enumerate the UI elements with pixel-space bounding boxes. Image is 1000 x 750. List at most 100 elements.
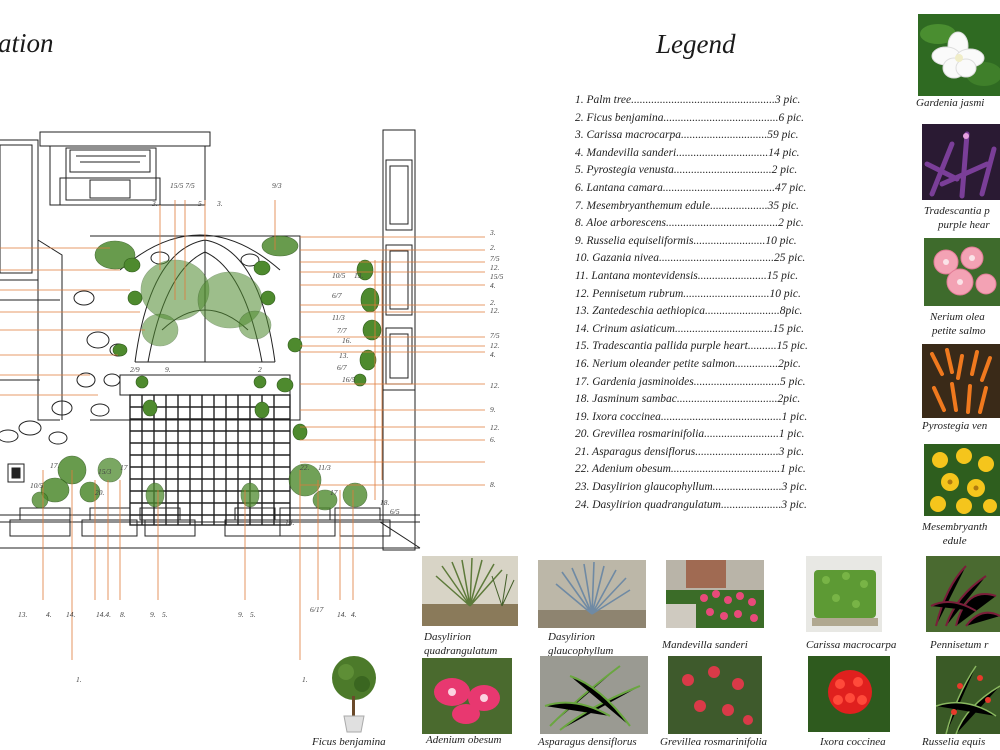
- drawing-label: 17: [330, 488, 338, 497]
- drawing-label: 6/5: [390, 507, 400, 516]
- legend-item: 20. Grevillea rosmarinifolia............…: [575, 428, 805, 441]
- caption-adenium: Adenium obesum: [426, 734, 502, 746]
- drawing-label: 12.: [490, 341, 500, 350]
- legend-item: 18. Jasminum sambac.....................…: [575, 393, 801, 406]
- drawing-label: 4.: [490, 350, 496, 359]
- drawing-label: 16.: [342, 336, 352, 345]
- drawing-label: 22.: [300, 463, 310, 472]
- drawing-label: 18.: [380, 498, 390, 507]
- legend-item: 11. Lantana montevidensis...............…: [575, 269, 799, 282]
- legend-item: 15. Tradescantia pallida purple heart...…: [575, 340, 808, 353]
- drawing-label: 3.: [216, 199, 223, 208]
- drawing-label: 14.: [337, 610, 347, 619]
- caption-line: Nerium olea: [930, 311, 985, 323]
- photo-russelia: [936, 656, 1000, 734]
- legend-title: Legend: [656, 29, 736, 59]
- caption-line: Tradescantia p: [924, 205, 990, 217]
- drawing-label: 13.: [339, 351, 349, 360]
- drawing-label: 16/5: [342, 375, 356, 384]
- photo-mandevilla: [666, 560, 764, 628]
- drawing-label: 12.: [490, 306, 500, 315]
- photo-tradescantia: [922, 124, 1000, 200]
- drawing-label: 1.: [302, 675, 308, 684]
- legend-item: 2. Ficus benjamina......................…: [575, 111, 805, 124]
- drawing-label: 8.: [490, 480, 496, 489]
- legend-item: 4. Mandevilla sanderi...................…: [575, 146, 800, 159]
- legend-item: 1. Palm tree............................…: [575, 94, 801, 106]
- left-building: [0, 139, 63, 421]
- drawing-label: 13.: [285, 518, 295, 527]
- caption-pyrostegia: Pyrostegia ven: [922, 420, 988, 432]
- caption-gardenia: Gardenia jasmi: [916, 97, 985, 109]
- drawing-label: 2.: [490, 243, 496, 252]
- drawing-label: 3.: [489, 228, 496, 237]
- drawing-label: 2/9: [130, 365, 140, 374]
- photo-ixora: [808, 656, 890, 732]
- photo-carissa: [806, 556, 882, 632]
- legend-item: 13. Zantedeschia aethiopica.............…: [575, 305, 803, 318]
- drawing-label: 14.: [66, 610, 76, 619]
- drawing-label: 9.: [490, 405, 496, 414]
- caption-ixora: Ixora coccinea: [820, 736, 886, 748]
- legend-item: 10. Gazania nivea.......................…: [575, 252, 806, 265]
- legend-item: 3. Carissa macrocarpa...................…: [575, 129, 799, 142]
- drawing-label: 6/7: [337, 363, 347, 372]
- caption-carissa: Carissa macrocarpa: [806, 639, 897, 651]
- legend-item: 22. Adenium obesum......................…: [575, 463, 806, 476]
- drawing-label: 20.: [95, 488, 105, 497]
- drawing-label: 6.: [490, 435, 496, 444]
- caption-line: petite salmo: [932, 325, 986, 337]
- elevation-drawing: 15/5 7/5 9/3 5 3. 3. 3. 2. 7/5 12. 15/5 …: [0, 129, 504, 684]
- drawing-label: 8.: [120, 610, 126, 619]
- caption-line: purple hear: [938, 219, 990, 231]
- legend-item: 23. Dasylirion glaucophyllum............…: [575, 481, 808, 494]
- caption-line: edule: [942, 535, 967, 547]
- planters: [0, 463, 421, 549]
- right-tower: [382, 129, 416, 551]
- drawing-label: 11/3: [318, 463, 331, 472]
- photo-asparagus: [540, 656, 648, 734]
- drawing-label: 13.: [354, 271, 364, 280]
- drawing-label: 9.: [165, 365, 171, 374]
- caption-line: Dasylirion: [548, 631, 596, 643]
- drawing-label: 2.: [490, 298, 496, 307]
- drawing-label: 4.: [46, 610, 52, 619]
- caption-line: glaucophyllum: [548, 645, 614, 657]
- caption-tradescantia: Tradescantia p purple hear: [924, 204, 990, 232]
- caption-mandevilla: Mandevilla sanderi: [662, 639, 748, 651]
- legend-item: 14. Crinum asiaticum....................…: [575, 322, 805, 335]
- drawing-label: 7/5: [490, 331, 500, 340]
- house-block: [39, 131, 211, 206]
- photo-pyrostegia: [922, 344, 1000, 418]
- caption-grevillea: Grevillea rosmarinifolia: [660, 736, 768, 748]
- drawing-label: 9.: [238, 610, 244, 619]
- drawing-label: 15/5 7/5: [170, 181, 195, 190]
- legend-item: 8. Aloe arborescens.....................…: [575, 217, 804, 230]
- drawing-label: 15/5: [490, 272, 504, 281]
- drawing-label: 9/3: [272, 181, 282, 190]
- drawing-label: 10/5: [30, 481, 44, 490]
- legend-item: 7. Mesembryanthemum edule...............…: [575, 199, 799, 212]
- drawing-label: 12.: [490, 423, 500, 432]
- legend-item: 12. Pennisetum rubrum...................…: [575, 287, 801, 300]
- photo-gardenia: [918, 14, 1000, 96]
- legend-item: 19. Ixora coccinea......................…: [575, 410, 808, 423]
- drawing-label: 17: [120, 463, 128, 472]
- legend-item: 6. Lantana camara.......................…: [575, 181, 807, 194]
- drawing-label: 7/7: [337, 326, 347, 335]
- legend-item: 16. Nerium oleander petite salmon.......…: [575, 357, 801, 370]
- legend-item: 5. Pyrostegia venusta...................…: [575, 164, 798, 177]
- legend-item: 21. Asparagus densiflorus...............…: [575, 445, 805, 458]
- caption-asparagus: Asparagus densiflorus: [538, 736, 637, 748]
- caption-nerium: Nerium olea petite salmo: [930, 310, 985, 338]
- drawing-label: 1.: [76, 675, 82, 684]
- caption-dasylirion-glaucophyllum: Dasylirion glaucophyllum: [548, 630, 613, 658]
- legend-item: 24. Dasylirion quadrangulatum...........…: [575, 498, 807, 511]
- legend-item: 9. Russelia equiseliformis..............…: [575, 234, 797, 247]
- drawing-label: 5: [198, 199, 202, 208]
- lattice-grid: [129, 394, 291, 526]
- caption-russelia: Russelia equis: [922, 736, 986, 748]
- drawing-label: 9.: [150, 610, 156, 619]
